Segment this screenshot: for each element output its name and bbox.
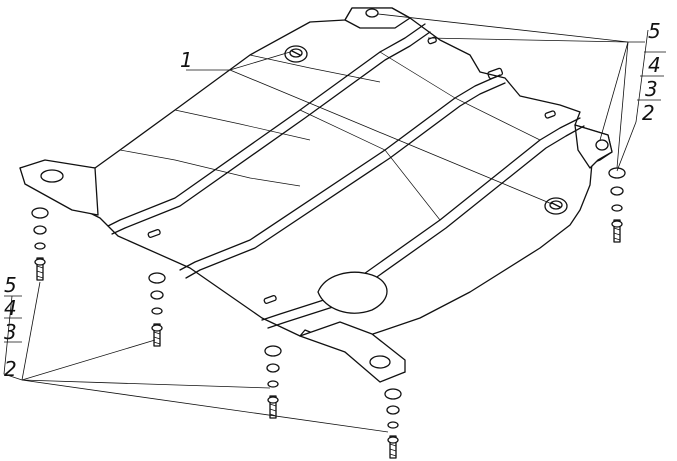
right-flange-hole: [595, 139, 609, 151]
left-mount-flange: [19, 159, 99, 216]
leader-lines: [3, 13, 666, 433]
plate-bolt-left: [284, 45, 308, 63]
fastener-stack-center-left: [148, 272, 166, 347]
plate-callout-1: 1: [180, 48, 193, 72]
protection-plate: [19, 7, 613, 383]
oil-drain-opening: [317, 271, 388, 314]
right-callout-4: 4: [648, 53, 661, 77]
slot: [544, 110, 556, 119]
top-mount-flange: [344, 7, 411, 29]
fastener-stack-front: [384, 388, 402, 459]
slot: [147, 228, 161, 238]
left-callout-5: 5: [4, 273, 17, 297]
right-mount-flange: [574, 124, 613, 169]
left-flange-hole: [40, 169, 64, 183]
plate-bolt-right: [544, 197, 568, 215]
slot: [263, 294, 277, 304]
fastener-stack-right: [608, 167, 626, 243]
top-flange-hole: [365, 8, 379, 18]
left-callout-3: 3: [4, 320, 17, 344]
fastener-stack-center: [264, 345, 282, 419]
slot: [487, 67, 504, 80]
left-callout-stack: 5 4 3 2: [4, 273, 17, 381]
left-callout-4: 4: [4, 296, 17, 320]
fastener-stack-far-left: [31, 207, 49, 281]
front-flange-hole: [369, 355, 391, 369]
right-callout-3: 3: [645, 77, 658, 101]
left-callout-2: 2: [4, 357, 17, 381]
right-callout-5: 5: [648, 19, 661, 43]
right-callout-stack: 5 4 3 2: [642, 19, 661, 125]
front-mount-flange: [299, 321, 406, 383]
right-callout-2: 2: [642, 101, 655, 125]
